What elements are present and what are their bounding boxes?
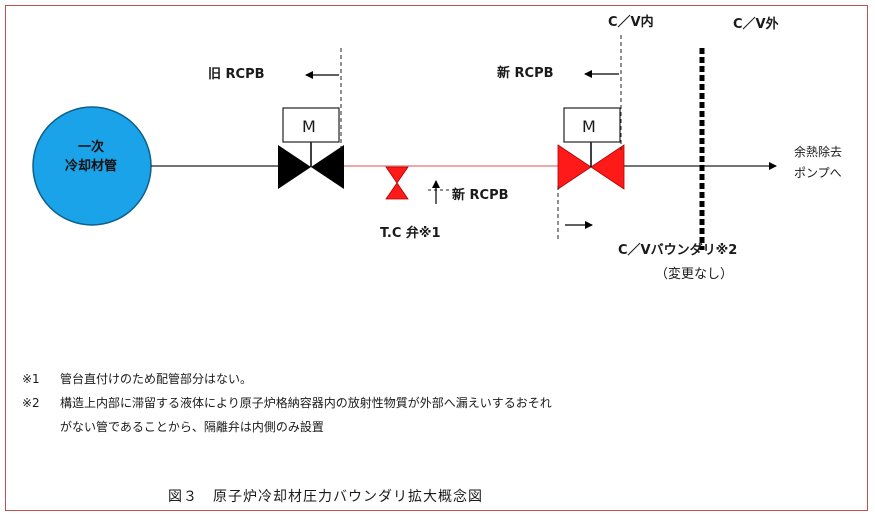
black-valve-left-triangle: [278, 145, 311, 189]
red-valve-right-triangle: [590, 144, 625, 190]
black-valve-motor-box: [282, 107, 340, 143]
figure-caption: 図３ 原子炉冷却材圧力バウンダリ拡大概念図: [168, 489, 483, 505]
destination-line2: ポンプへ: [794, 166, 842, 180]
tc-valve-bottom-triangle: [385, 182, 409, 200]
primary-coolant-pipe-line2: 冷却材管: [64, 159, 117, 174]
red-valve-left-triangle: [557, 144, 592, 190]
new-rcpb-top-label: 新 RCPB: [497, 66, 554, 81]
new-rcpb-tc-label: 新 RCPB: [452, 188, 509, 203]
old-rcpb-label: 旧 RCPB: [208, 67, 265, 82]
cv-inside-label: C／V内: [608, 15, 654, 30]
note1-mark: ※1: [22, 372, 40, 386]
red-valve-motor-box: [563, 107, 621, 143]
destination-line1: 余熱除去: [794, 145, 843, 159]
cv-boundary-label: C／Vバウンダリ※2: [618, 243, 738, 258]
cv-boundary-note: （変更なし）: [655, 267, 734, 282]
black-valve-right-triangle: [311, 145, 344, 189]
primary-coolant-pipe-label: 一次 冷却材管: [36, 138, 146, 176]
note2-mark: ※2: [22, 396, 40, 410]
figure-frame: [5, 5, 868, 511]
note2-text-line1: 構造上内部に滞留する液体により原子炉格納容器内の放射性物質が外部へ漏えいするおそ…: [60, 396, 552, 410]
red-valve-motor-label: M: [582, 117, 596, 136]
tc-valve-label: T.C 弁※1: [380, 226, 441, 241]
black-valve-motor-label: M: [302, 117, 316, 136]
note1-text: 管台直付けのため配管部分はない。: [60, 372, 253, 386]
cv-outside-label: C／V外: [733, 17, 779, 32]
primary-coolant-pipe-line1: 一次: [77, 140, 104, 155]
tc-valve-top-triangle: [385, 166, 409, 184]
note2-text-line2: がない管であることから、隔離弁は内側のみ設置: [60, 420, 324, 434]
